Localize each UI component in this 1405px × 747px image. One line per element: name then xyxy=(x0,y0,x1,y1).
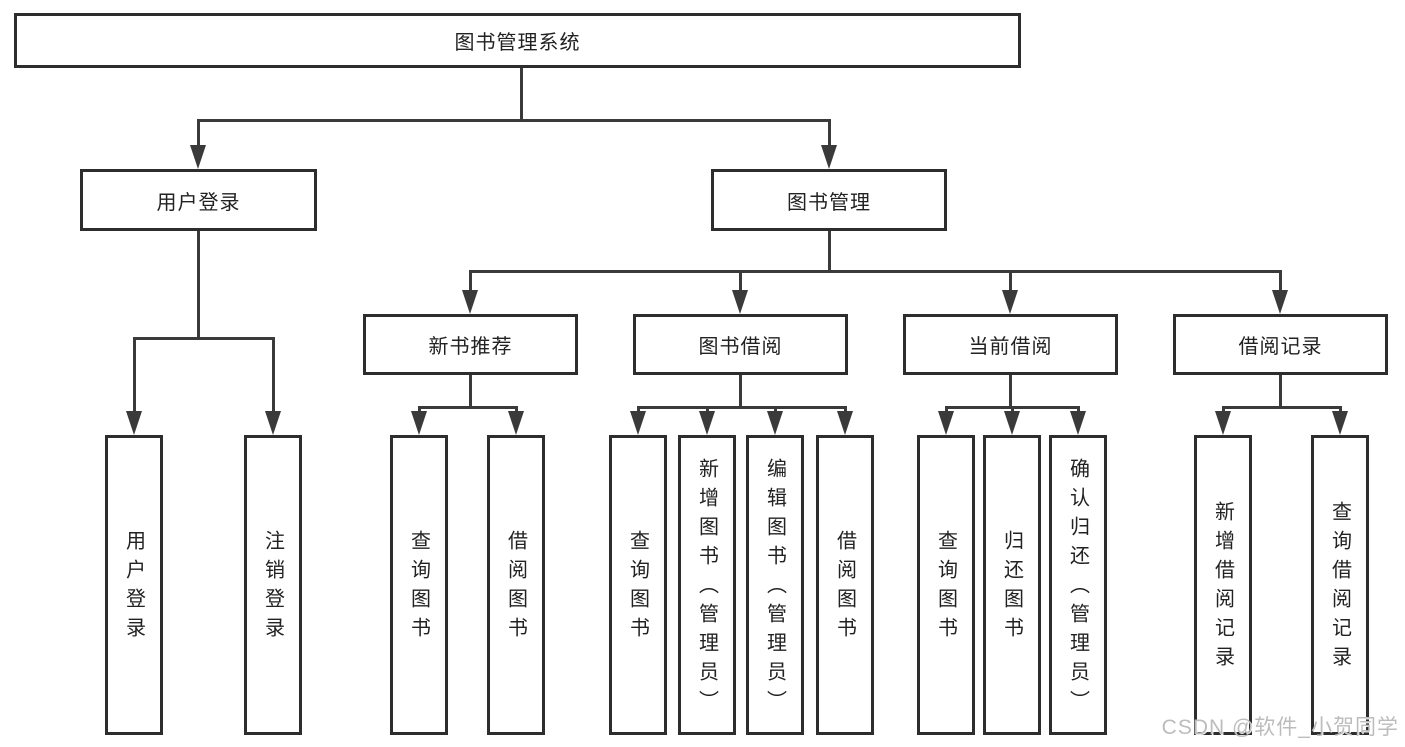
connector-group-stem xyxy=(1009,375,1012,408)
connector-stem-leaf xyxy=(272,337,275,413)
connector-book-management-branch xyxy=(469,270,1282,273)
connector-stem-leaf xyxy=(1011,406,1014,415)
arrow-down-icon xyxy=(1332,411,1348,435)
leaf-return-books: 归还图书 xyxy=(983,435,1041,735)
arrow-down-icon xyxy=(837,411,853,435)
node-current-borrowing: 当前借阅 xyxy=(903,314,1118,375)
connector-stem-current-borrow xyxy=(1009,271,1012,291)
arrow-down-icon xyxy=(699,411,715,435)
connector-group-branch xyxy=(418,406,518,409)
leaf-user-login: 用户登录 xyxy=(105,435,163,735)
connector-stem-leaf xyxy=(774,406,777,415)
connector-stem-user-login xyxy=(197,120,200,148)
connector-book-management-stem xyxy=(828,231,831,272)
connector-stem-borrow-record xyxy=(1279,271,1282,291)
arrow-down-icon xyxy=(630,411,646,435)
node-borrowing-records: 借阅记录 xyxy=(1173,314,1388,375)
leaf-logout: 注销登录 xyxy=(244,435,302,735)
arrow-down-icon xyxy=(1272,290,1288,314)
arrow-down-icon xyxy=(938,411,954,435)
leaf-add-borrow-record: 新增借阅记录 xyxy=(1194,435,1252,735)
connector-user-login-stem xyxy=(197,231,200,340)
connector-stem-new-book xyxy=(469,271,472,291)
connector-root-stem xyxy=(520,68,523,120)
arrow-down-icon xyxy=(411,411,427,435)
leaf-query-books-recommend: 查询图书 xyxy=(390,435,448,735)
connector-stem-leaf xyxy=(844,406,847,415)
leaf-borrow-books-recommend: 借阅图书 xyxy=(487,435,545,735)
leaf-query-borrow-record: 查询借阅记录 xyxy=(1311,435,1369,735)
arrow-down-icon xyxy=(1002,290,1018,314)
arrow-down-icon xyxy=(767,411,783,435)
leaf-borrow-books: 借阅图书 xyxy=(816,435,874,735)
arrow-down-icon xyxy=(126,411,142,435)
arrow-down-icon xyxy=(508,411,524,435)
connector-user-login-branch xyxy=(133,337,275,340)
arrow-down-icon xyxy=(462,290,478,314)
node-book-borrowing: 图书借阅 xyxy=(633,314,848,375)
leaf-edit-books-admin: 编辑图书（管理员） xyxy=(746,435,804,735)
arrow-down-icon xyxy=(732,290,748,314)
connector-stem-book-borrow xyxy=(739,271,742,291)
node-user-login: 用户登录 xyxy=(80,169,317,231)
arrow-down-icon xyxy=(1070,411,1086,435)
node-new-book-recommend: 新书推荐 xyxy=(363,314,578,375)
arrow-down-icon xyxy=(1215,411,1231,435)
connector-stem-leaf xyxy=(1222,406,1225,415)
connector-group-branch xyxy=(1222,406,1342,409)
leaf-query-books-current: 查询图书 xyxy=(917,435,975,735)
arrow-down-icon xyxy=(190,145,206,169)
connector-group-stem xyxy=(469,375,472,408)
connector-stem-leaf xyxy=(706,406,709,415)
connector-stem-leaf xyxy=(133,337,136,413)
connector-stem-leaf xyxy=(1077,406,1080,415)
leaf-confirm-return-admin: 确认归还（管理员） xyxy=(1049,435,1107,735)
leaf-add-books-admin: 新增图书（管理员） xyxy=(678,435,736,735)
connector-stem-book-management xyxy=(828,120,831,148)
csdn-watermark: CSDN @软件_小贺同学 xyxy=(1161,716,1399,739)
connector-stem-leaf xyxy=(1339,406,1342,415)
connector-stem-leaf xyxy=(637,406,640,415)
node-library-management-system: 图书管理系统 xyxy=(14,13,1021,68)
connector-stem-leaf xyxy=(418,406,421,415)
arrow-down-icon xyxy=(821,145,837,169)
leaf-query-books-borrowing: 查询图书 xyxy=(609,435,667,735)
connector-group-branch xyxy=(637,406,847,409)
connector-root-branch xyxy=(197,119,831,122)
connector-stem-leaf xyxy=(515,406,518,415)
arrow-down-icon xyxy=(265,411,281,435)
node-book-management: 图书管理 xyxy=(711,169,947,231)
connector-group-stem xyxy=(739,375,742,408)
connector-group-stem xyxy=(1279,375,1282,408)
connector-stem-leaf xyxy=(945,406,948,415)
arrow-down-icon xyxy=(1004,411,1020,435)
